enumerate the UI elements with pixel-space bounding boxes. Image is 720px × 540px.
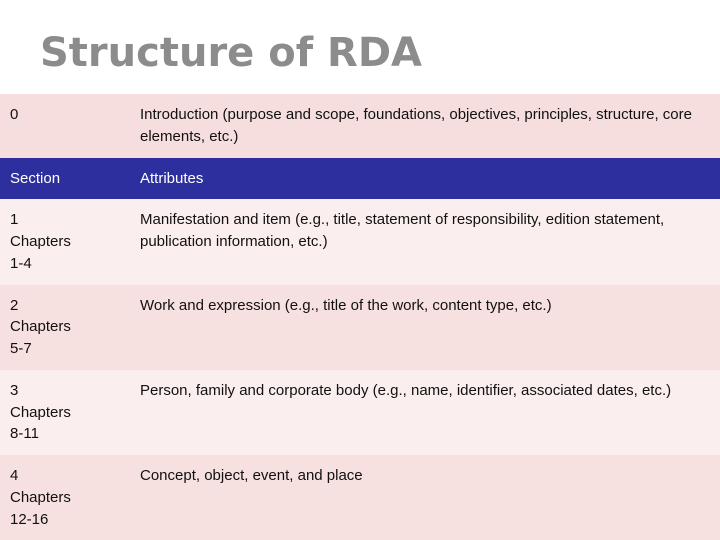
rda-structure-table: 0 Introduction (purpose and scope, found… xyxy=(0,94,720,540)
table-cell-section: 3 Chapters 8-11 xyxy=(0,369,130,455)
table-row: 0 Introduction (purpose and scope, found… xyxy=(0,94,720,158)
table-cell-attributes: Introduction (purpose and scope, foundat… xyxy=(130,94,720,158)
column-header-attributes: Attributes xyxy=(130,157,720,200)
column-header-section: Section xyxy=(0,157,130,200)
table-cell-attributes: Work and expression (e.g., title of the … xyxy=(130,284,720,370)
table-row: 1 Chapters 1-4 Manifestation and item (e… xyxy=(0,199,720,285)
table-cell-section: 4 Chapters 12-16 xyxy=(0,455,130,540)
table-cell-attributes: Person, family and corporate body (e.g.,… xyxy=(130,369,720,455)
table-cell-attributes: Manifestation and item (e.g., title, sta… xyxy=(130,199,720,285)
table-header-row: Section Attributes xyxy=(0,157,720,200)
table-row: 4 Chapters 12-16 Concept, object, event,… xyxy=(0,455,720,540)
table-cell-attributes: Concept, object, event, and place xyxy=(130,455,720,540)
table-row: 2 Chapters 5-7 Work and expression (e.g.… xyxy=(0,284,720,370)
table-cell-section: 1 Chapters 1-4 xyxy=(0,199,130,285)
page-title: Structure of RDA xyxy=(40,30,422,76)
table-cell-section: 2 Chapters 5-7 xyxy=(0,284,130,370)
table-cell-section: 0 xyxy=(0,94,130,158)
table-row: 3 Chapters 8-11 Person, family and corpo… xyxy=(0,369,720,455)
